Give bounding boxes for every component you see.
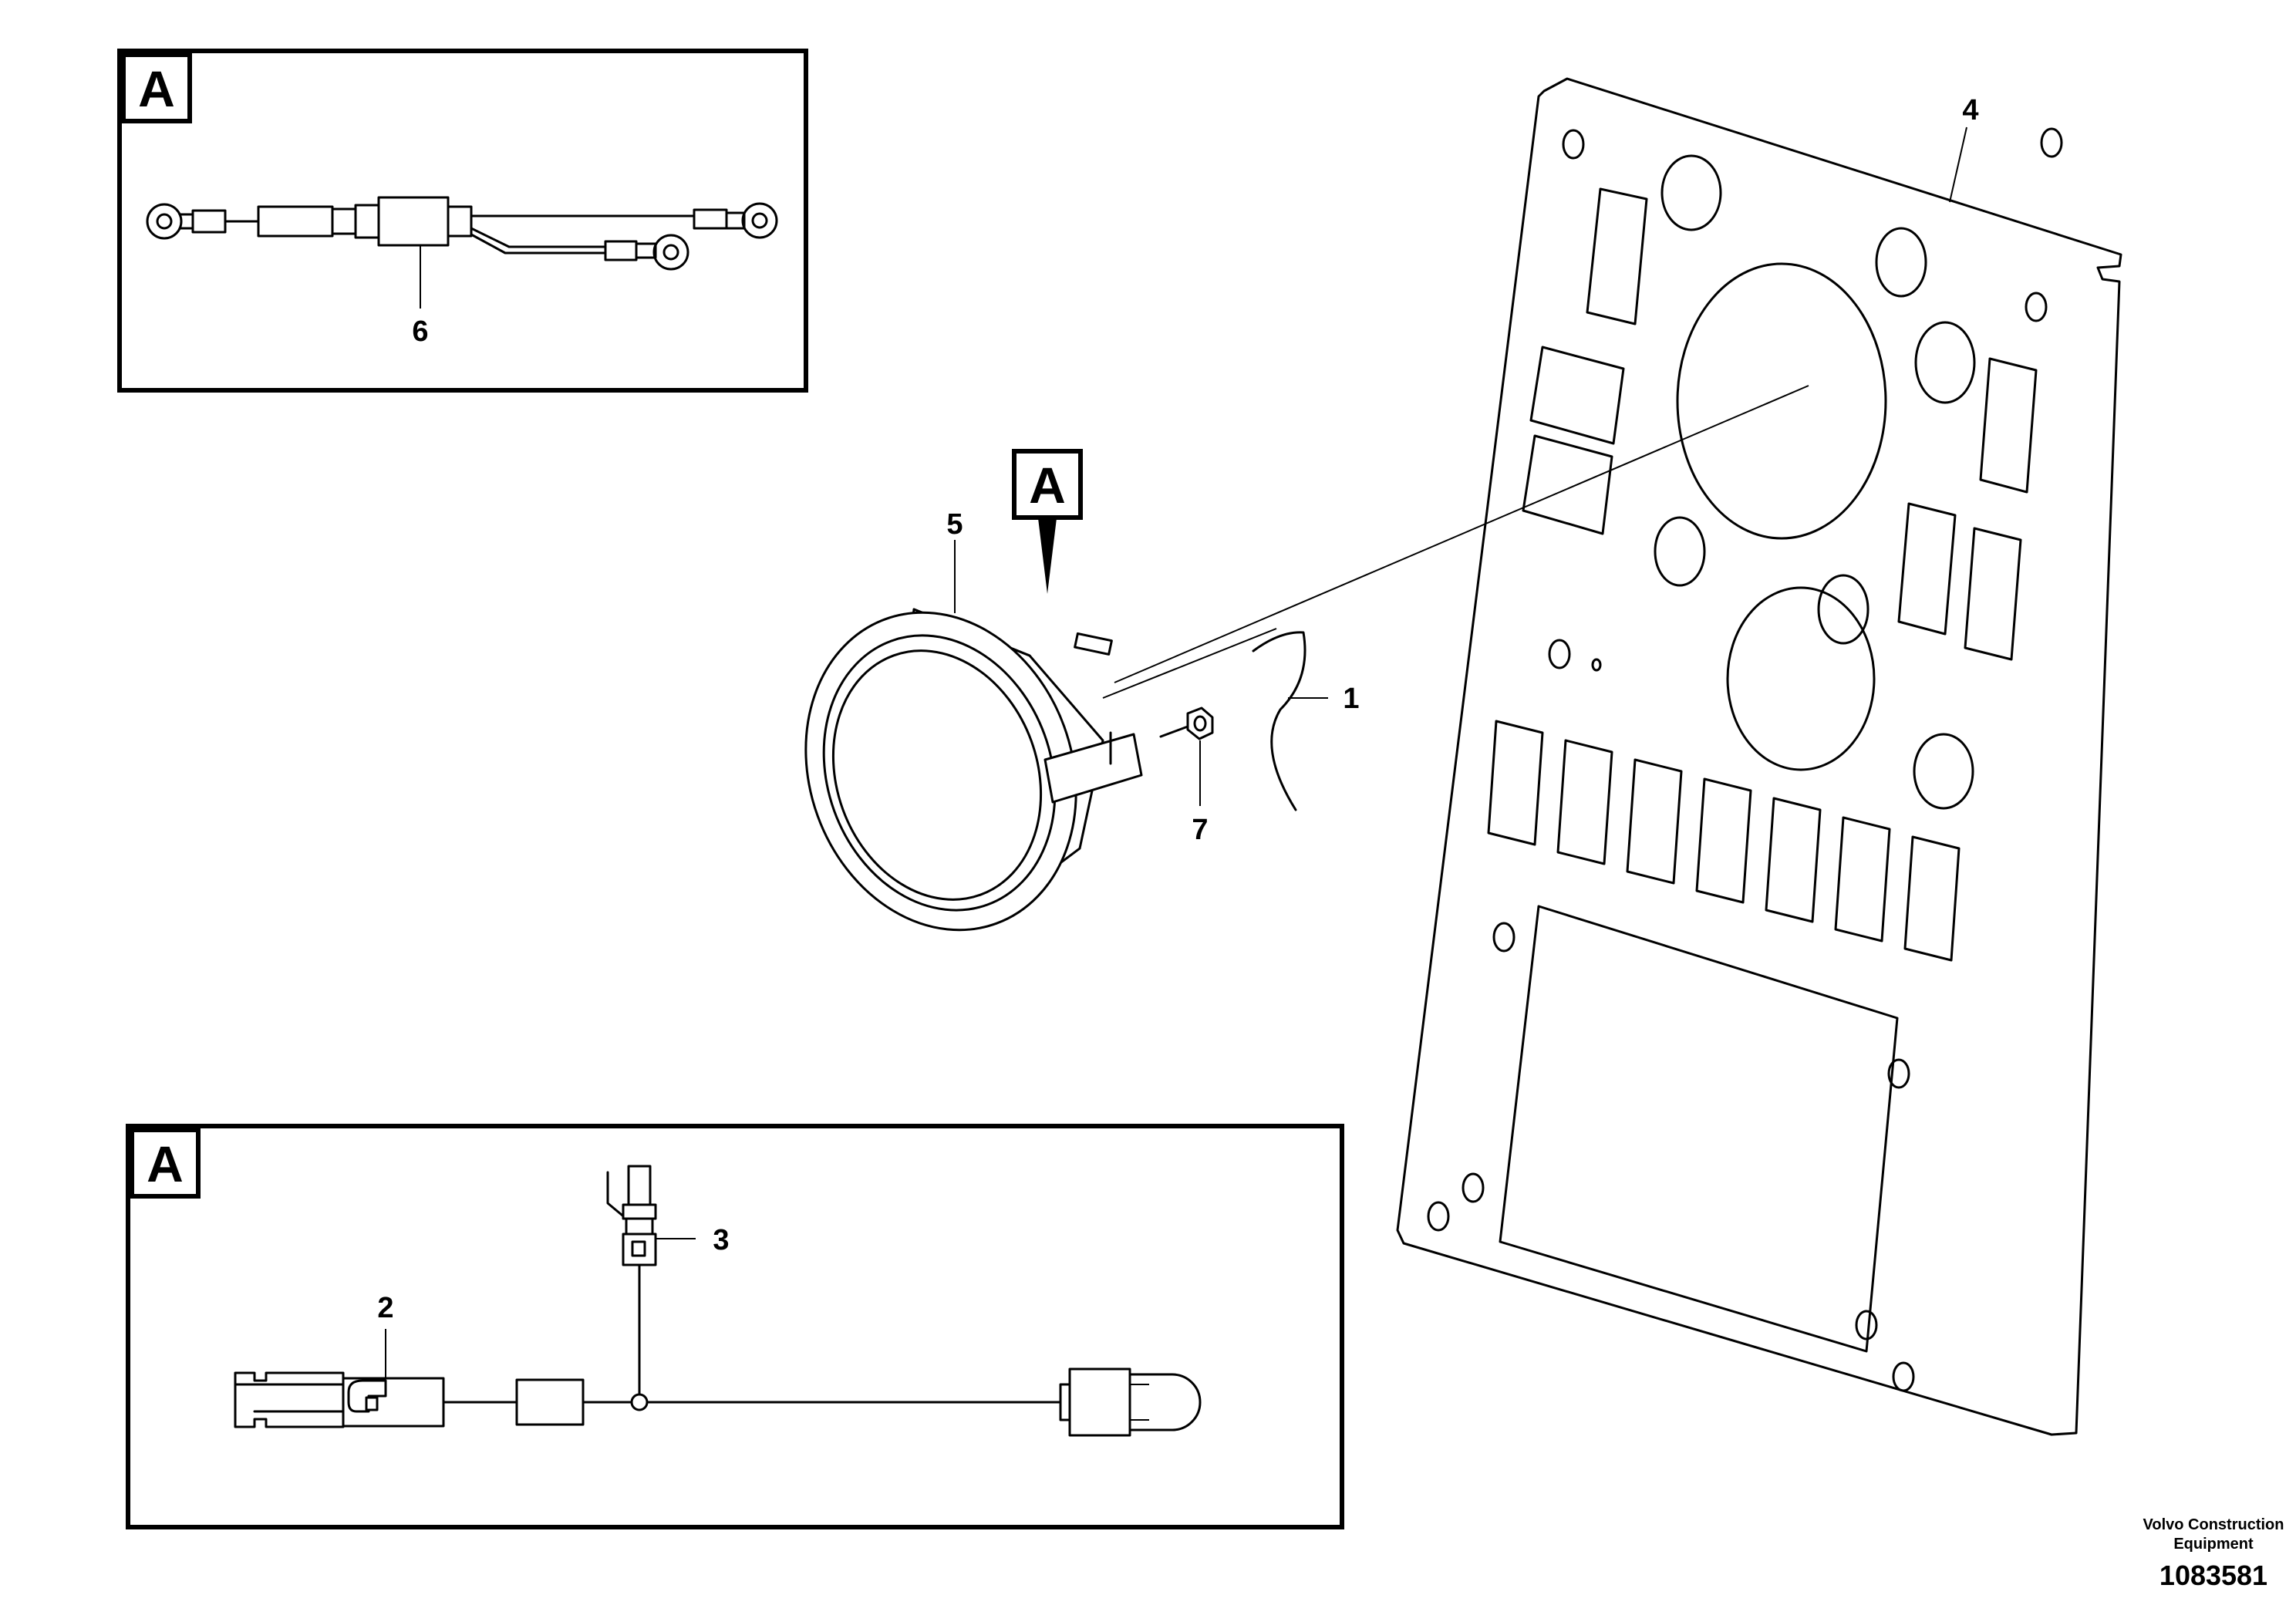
panel-gauge-openings [1654, 154, 1976, 810]
harness-connector-2 [234, 1371, 445, 1428]
callout-4: 4 [1962, 94, 1978, 126]
gauge-5 [804, 608, 1143, 932]
callout-3: 3 [713, 1224, 729, 1256]
panel-mounting-holes [1427, 127, 2063, 1392]
splice-node [630, 1393, 649, 1411]
leader-4 [1949, 126, 1967, 203]
detail-tag-a-bottom [130, 1128, 201, 1199]
callout-5: 5 [946, 508, 963, 541]
terminal-3 [606, 1165, 657, 1266]
cable-assembly-6 [146, 196, 778, 271]
panel-switch-cutouts [1487, 187, 2038, 962]
callout-7: 7 [1192, 814, 1208, 846]
inline-sleeve [515, 1378, 585, 1426]
brand-line-1: Volvo Construction [2143, 1516, 2284, 1533]
brand-line-2: Equipment [2173, 1536, 2254, 1553]
detail-tag-letter: A [138, 60, 175, 117]
detail-marker-a-letter: A [1029, 457, 1066, 514]
callout-1: 1 [1343, 683, 1359, 715]
detail-tag-a-top [121, 52, 192, 123]
detail-marker-a-gauge: A [1012, 449, 1083, 594]
panel-display-window [1499, 905, 1899, 1353]
callout-6: 6 [412, 315, 428, 348]
lamp-wire-1 [1252, 631, 1306, 811]
detail-tag-letter-bottom: A [147, 1135, 184, 1192]
detail-box-a-cable: A 6 [117, 49, 808, 393]
instrument-panel-4 [1396, 77, 2122, 1436]
gauge-installation-line [1114, 385, 1809, 683]
nut-7 [1159, 706, 1214, 740]
detail-frame-bottom [126, 1124, 1344, 1529]
bulb-holder [1059, 1367, 1202, 1437]
callout-2: 2 [377, 1292, 393, 1324]
detail-box-lamp-harness: A 2 3 [126, 1124, 1344, 1529]
detail-frame-top [117, 49, 808, 393]
drawing-number: 1083581 [2159, 1560, 2267, 1591]
